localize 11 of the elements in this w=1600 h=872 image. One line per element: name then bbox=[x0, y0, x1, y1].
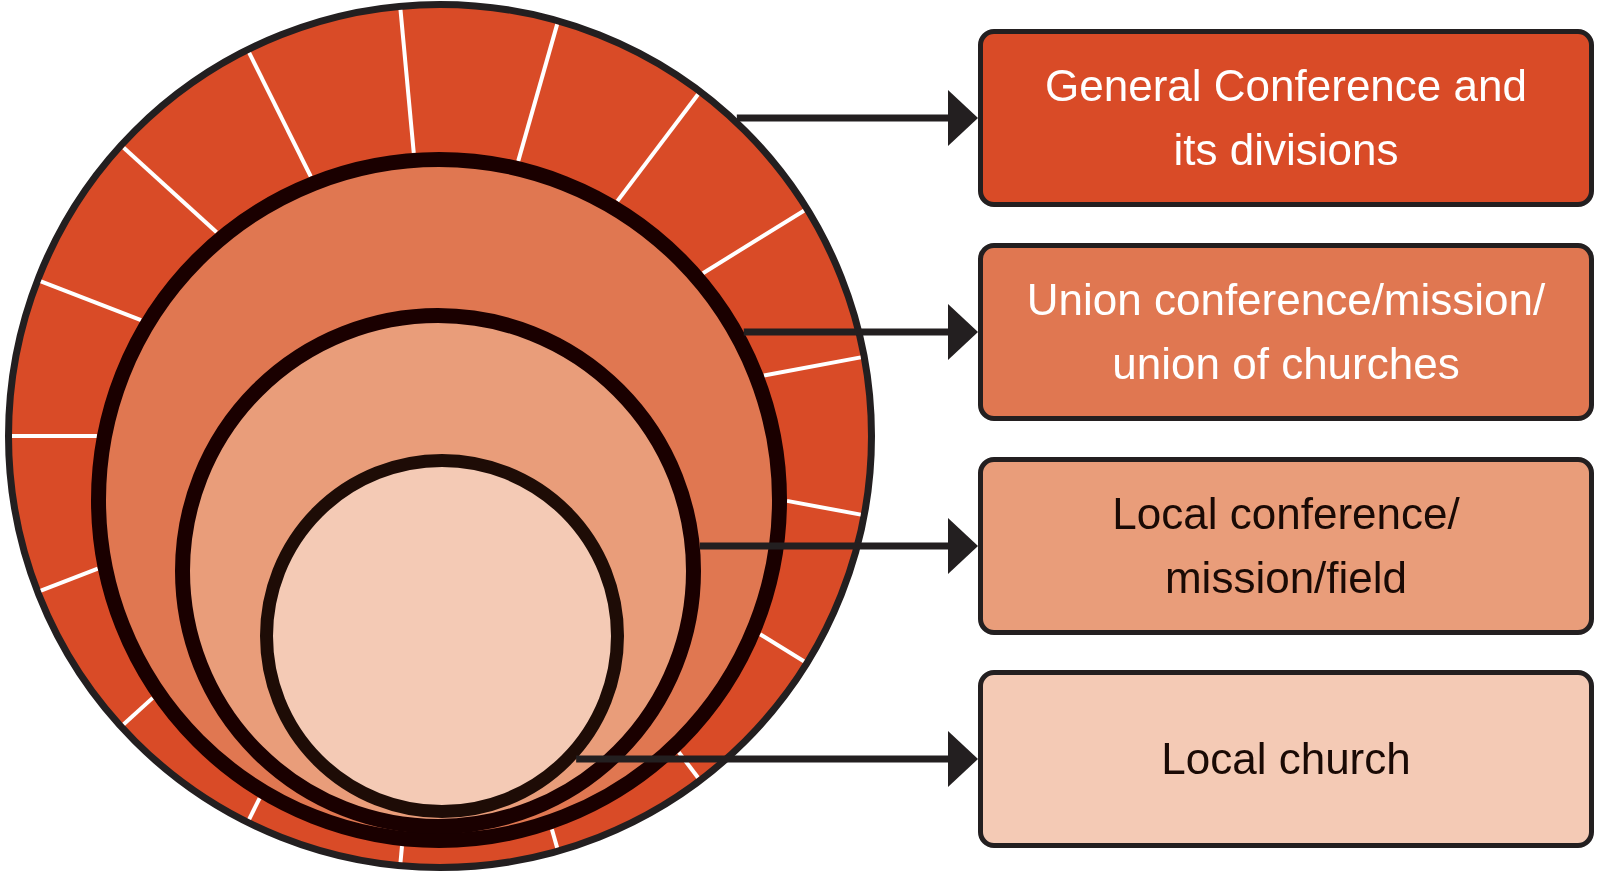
level-box bbox=[978, 457, 1594, 635]
arrow bbox=[736, 90, 978, 146]
level-label: Union conference/mission/ union of churches bbox=[1025, 274, 1547, 390]
level-box bbox=[978, 670, 1594, 848]
arrow bbox=[743, 304, 978, 360]
arrow bbox=[699, 518, 978, 574]
level-label: General Conference and its divisions bbox=[1044, 60, 1528, 176]
level-label: Local conference/ mission/field bbox=[1111, 488, 1461, 604]
level-label: Local church bbox=[1161, 733, 1411, 785]
level-box bbox=[978, 243, 1594, 421]
level-box bbox=[978, 29, 1594, 207]
